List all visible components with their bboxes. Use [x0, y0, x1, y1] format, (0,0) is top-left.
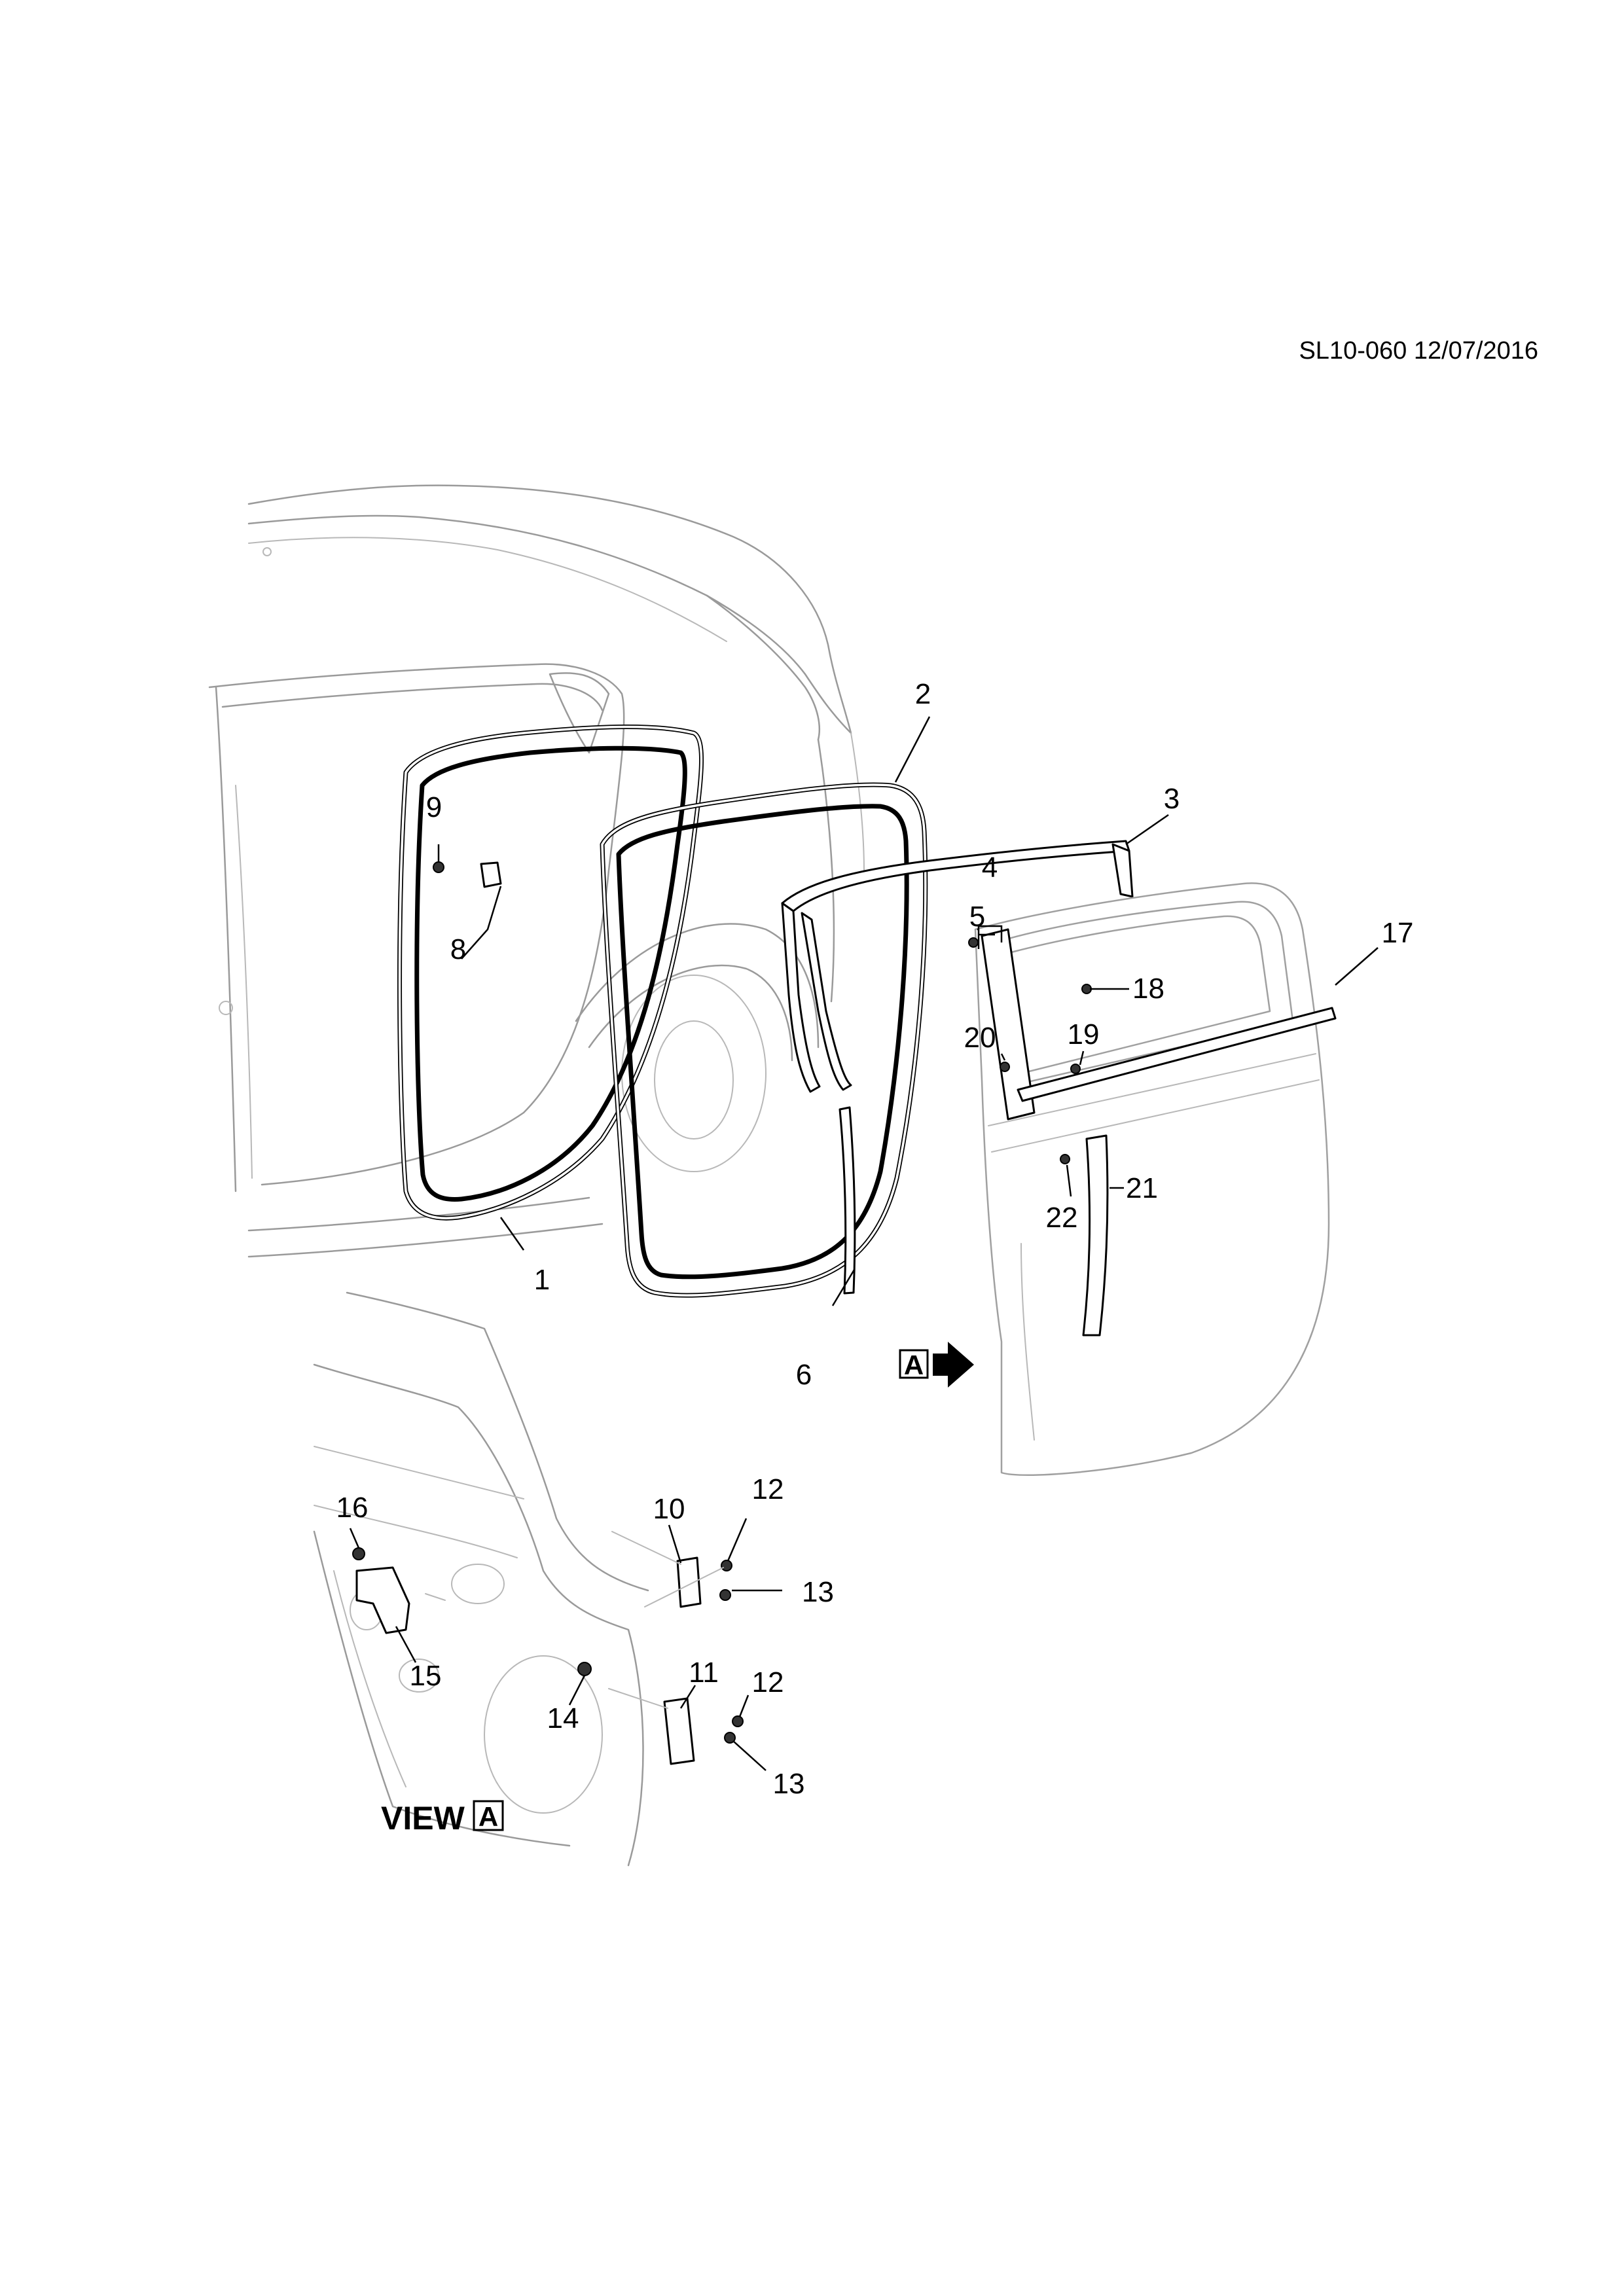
fastener-18: [1081, 984, 1092, 994]
callout-2: 2: [915, 678, 931, 710]
callout-17: 17: [1382, 917, 1414, 949]
view-a-label: VIEW: [381, 1800, 465, 1837]
callout-3: 3: [1164, 783, 1180, 815]
diagram-code: SL10-060 12/07/2016: [1299, 337, 1538, 365]
callout-14: 14: [547, 1702, 579, 1734]
window-channel-3: [781, 840, 1134, 1093]
callout-13a: 13: [802, 1576, 834, 1608]
bolt-16: [352, 1547, 365, 1560]
callout-4: 4: [982, 852, 998, 884]
callout-9: 9: [426, 791, 442, 823]
guide-21: [1082, 1134, 1109, 1336]
callout-19: 19: [1068, 1018, 1100, 1050]
callout-13b: 13: [773, 1768, 805, 1800]
callout-22: 22: [1046, 1202, 1078, 1234]
fastener-19: [1070, 1064, 1081, 1074]
door-weatherstrip-2: [600, 782, 928, 1298]
leader-lines: [349, 716, 1379, 1771]
callout-16: 16: [336, 1492, 369, 1524]
callout-1: 1: [534, 1264, 550, 1296]
vehicle-body-illustration: [208, 484, 865, 1258]
callout-10: 10: [653, 1493, 685, 1525]
callout-21: 21: [1126, 1172, 1158, 1204]
svg-text:A: A: [904, 1350, 924, 1380]
bolt-13b: [724, 1732, 736, 1744]
callout-20: 20: [964, 1022, 996, 1054]
nut-12a: [721, 1560, 732, 1571]
fastener-20: [1000, 1062, 1010, 1072]
bolt-13a: [719, 1589, 731, 1601]
clip-8: [480, 861, 502, 888]
view-a-indicator: A: [899, 1342, 974, 1388]
door-check-15: [355, 1566, 410, 1634]
view-a-label-box: A: [473, 1800, 504, 1832]
glass-run-strip-6: [839, 1106, 856, 1295]
fastener-22: [1060, 1154, 1070, 1164]
svg-text:A: A: [478, 1801, 498, 1832]
callout-6: 6: [796, 1359, 812, 1391]
nut-14: [577, 1662, 592, 1676]
fasteners: [433, 861, 1092, 1164]
hinge-lower-11: [663, 1697, 695, 1765]
callout-12b: 12: [752, 1666, 784, 1698]
callout-12a: 12: [752, 1473, 784, 1505]
callout-11: 11: [689, 1657, 719, 1689]
fastener-5: [968, 937, 979, 948]
nut-12b: [732, 1715, 744, 1727]
door-opening-weatherstrip-1: [397, 725, 704, 1221]
door-frame-applique-4: [981, 928, 1036, 1121]
fastener-9: [433, 861, 444, 873]
callout-15: 15: [410, 1660, 442, 1692]
hinge-upper-10: [676, 1556, 702, 1608]
view-a-detail: [313, 1291, 744, 1867]
callout-18: 18: [1132, 973, 1164, 1005]
callout-8: 8: [450, 933, 466, 965]
callout-5: 5: [969, 901, 985, 933]
callout-labels: 1 2 3 4 5 6 8 9 10 11 12 12 13 13 14 15 …: [336, 678, 1414, 1800]
belt-molding-17: [1017, 1007, 1337, 1102]
